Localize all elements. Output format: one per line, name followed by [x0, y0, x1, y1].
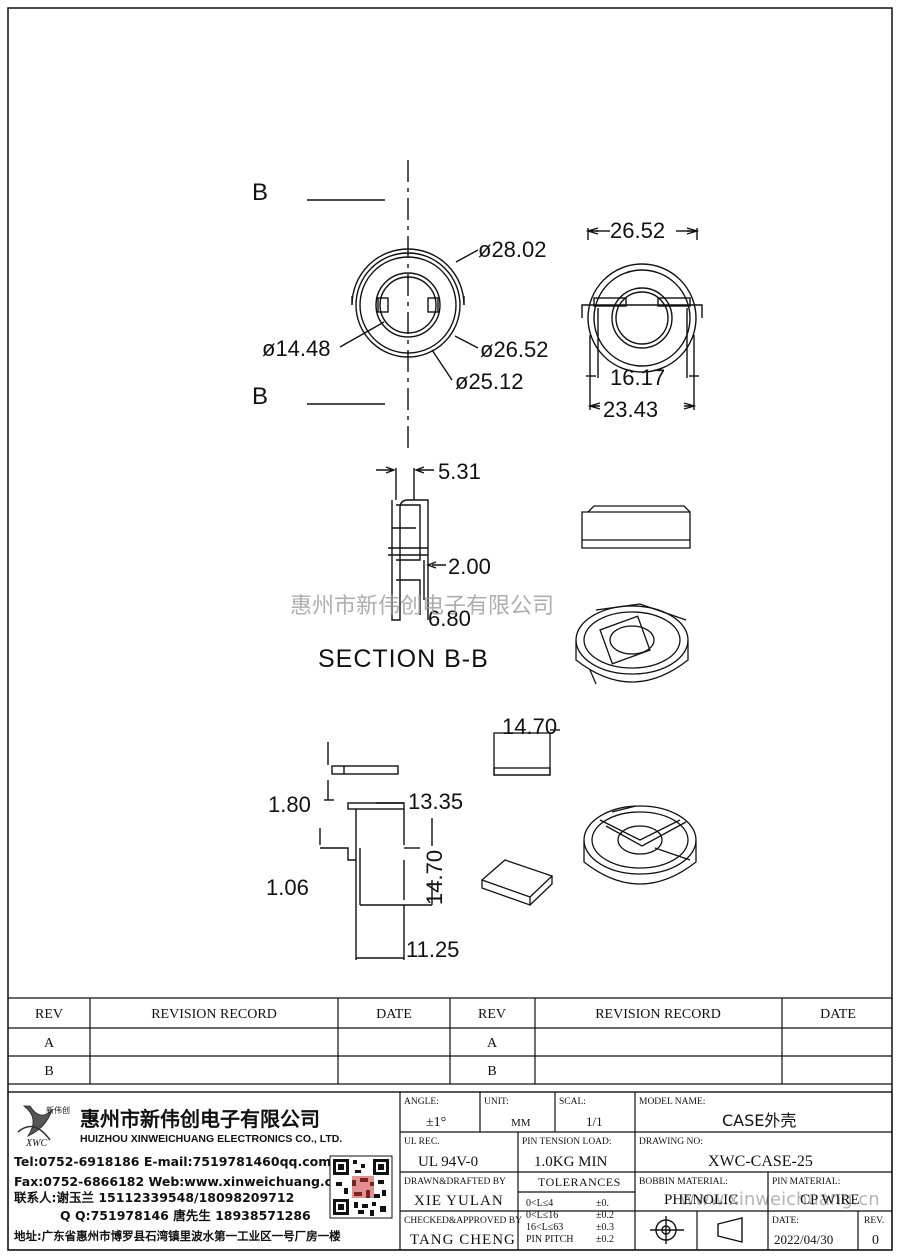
section-label-bottom: B [252, 383, 268, 410]
dim-side-inner: 16.17 [610, 365, 665, 390]
logo-abbr: XWC [25, 1138, 47, 1149]
rev-date-header-2: DATE [820, 1007, 856, 1022]
dim-pin-length: 13.35 [408, 789, 463, 814]
company-qq: Q Q:751978146 唐先生 18938571286 [60, 1208, 311, 1223]
title-block-grid [7, 1091, 893, 1251]
rev-header-2: REV [478, 1007, 506, 1022]
date-value: 2022/04/30 [774, 1232, 833, 1247]
qr-code [329, 1155, 393, 1219]
revision-table-text: REV REVISION RECORD DATE REV REVISION RE… [35, 1007, 856, 1079]
rev-record-header-1: REVISION RECORD [151, 1007, 277, 1022]
tol-value-3: ±0.3 [596, 1222, 614, 1233]
outer-flange-arc [351, 248, 465, 306]
pin-tension-value: 1.0KG MIN [534, 1154, 607, 1170]
scale-label: SCAL: [559, 1097, 586, 1107]
pin-tension-label: PIN TENSION LOAD: [522, 1137, 612, 1147]
company-fax: Fax:0752-6866182 Web:www.xinweichuang.cn [14, 1174, 341, 1189]
tol-value-4: ±0.2 [596, 1234, 614, 1245]
iso-views [480, 505, 697, 906]
tol-range-3: 16<L≤63 [526, 1222, 563, 1233]
rev-label: REV. [864, 1216, 884, 1226]
rev-date-header-1: DATE [376, 1007, 412, 1022]
angle-label: ANGLE: [404, 1097, 439, 1107]
watermark-company: 惠州市新伟创电子有限公司 [290, 594, 554, 619]
rev-row-b-right: B [487, 1064, 496, 1079]
rev-row-a-right: A [487, 1036, 498, 1051]
rev-header-1: REV [35, 1007, 63, 1022]
drawn-label: DRAWN&DRAFTED BY [404, 1177, 506, 1187]
rev-row-a-left: A [44, 1036, 55, 1051]
dimension-labels: B B ø28.02 ø14.48 ø26.52 ø25.12 26.52 16… [252, 179, 665, 962]
company-contact: Tel:0752-6918186 E-mail:7519781460qq.com… [14, 1154, 341, 1243]
dim-section-top: 5.31 [438, 459, 481, 484]
company-contact-person: 联系人:谢玉兰 15112339548/18098209712 [14, 1190, 294, 1205]
title-block-text: ANGLE: ±1° UNIT: MM SCAL: 1/1 MODEL NAME… [404, 1097, 884, 1248]
scale-value: 1/1 [586, 1114, 603, 1129]
dim-rim-diameter: ø26.52 [480, 337, 549, 362]
model-label: MODEL NAME: [639, 1097, 705, 1107]
tol-range-4: PIN PITCH [526, 1234, 574, 1245]
company-address: 地址:广东省惠州市博罗县石湾镇里波水第一工业区一号厂房一楼 [14, 1229, 341, 1243]
outer-ring [355, 252, 461, 358]
rev-record-header-2: REVISION RECORD [595, 1007, 721, 1022]
revision-table [8, 997, 892, 1093]
rev-row-b-left: B [44, 1064, 53, 1079]
pin-detail [319, 742, 433, 960]
date-label: DATE: [772, 1216, 799, 1226]
pin-material-value: CP WIRE [800, 1192, 860, 1208]
tol-value-1: ±0. [596, 1198, 609, 1209]
section-b-b [376, 466, 446, 621]
dim-body-diameter: ø25.12 [455, 369, 524, 394]
checked-value: TANG CHENG [410, 1232, 516, 1248]
unit-value: MM [511, 1117, 531, 1129]
checked-label: CHECKED&APPROVED BY [404, 1216, 522, 1226]
drawing-no-value: XWC-CASE-25 [708, 1153, 813, 1170]
ul-value: UL 94V-0 [418, 1154, 478, 1170]
company-name-cn: 惠州市新伟创电子有限公司 [80, 1107, 320, 1131]
dim-clip-width: 14.70 [502, 714, 557, 739]
logo-text: 新伟创 [46, 1105, 70, 1115]
company-logo: 新伟创 XWC [17, 1105, 70, 1149]
tol-range-1: 0<L≤4 [526, 1198, 553, 1209]
side-view [581, 227, 703, 410]
dim-inner-diameter: ø14.48 [262, 336, 331, 361]
dim-side-bottom: 23.43 [603, 397, 658, 422]
rev-value: 0 [872, 1233, 879, 1248]
logo-icon [22, 1105, 53, 1137]
ul-label: UL REC. [404, 1137, 440, 1147]
dim-outer-diameter: ø28.02 [478, 237, 547, 262]
unit-label: UNIT: [484, 1097, 509, 1107]
top-view [307, 160, 479, 450]
inner-bore [375, 272, 441, 338]
drawing-no-label: DRAWING NO: [639, 1137, 703, 1147]
dim-pin-height: 14.70 [422, 850, 447, 905]
tolerances-label: TOLERANCES [538, 1175, 621, 1189]
watermark-url: www.xinweichuang.cn [680, 1189, 880, 1210]
side-outer-ring [587, 263, 697, 373]
dim-side-top: 26.52 [610, 218, 665, 243]
tol-value-2: ±0.2 [596, 1210, 614, 1221]
dim-pin-thickness: 1.80 [268, 792, 311, 817]
company-tel: Tel:0752-6918186 E-mail:7519781460qq.com [14, 1154, 331, 1169]
drawn-value: XIE YULAN [414, 1193, 504, 1209]
tolerance-list: 0<L≤4 ±0. 0<L≤16 ±0.2 16<L≤63 ±0.3 PIN P… [526, 1198, 614, 1245]
bobbin-material-label: BOBBIN MATERIAL: [639, 1177, 728, 1187]
bobbin-material-value: PHENOLIC [664, 1192, 738, 1208]
angle-value: ±1° [426, 1115, 446, 1130]
tol-range-2: 0<L≤16 [526, 1210, 558, 1221]
dim-pin-width: 11.25 [406, 937, 459, 962]
pin-material-label: PIN MATERIAL: [772, 1177, 840, 1187]
dim-section-bottom: 6.80 [428, 606, 471, 631]
section-title: SECTION B-B [318, 645, 489, 673]
projection-symbol-icon [650, 1216, 743, 1244]
dim-pin-offset: 1.06 [266, 875, 309, 900]
company-name-en: HUIZHOU XINWEICHUANG ELECTRONICS CO., LT… [80, 1133, 342, 1145]
model-value: CASE外壳 [722, 1111, 796, 1130]
section-label-top: B [252, 179, 268, 206]
dim-section-mid: 2.00 [448, 554, 491, 579]
